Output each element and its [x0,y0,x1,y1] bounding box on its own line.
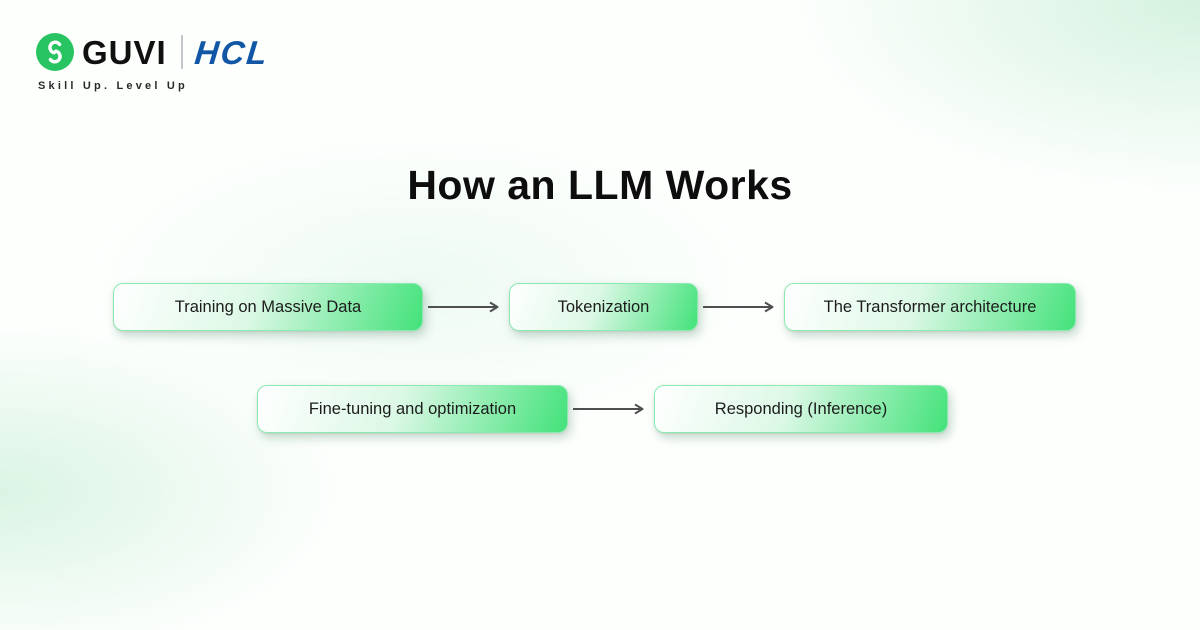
flow-step-finetuning: Fine-tuning and optimization [257,385,568,433]
brand-row: GUVI HCL [36,33,271,71]
brand-tagline: Skill Up. Level Up [38,80,188,92]
flow-step-tokenization: Tokenization [509,283,698,331]
page-title: How an LLM Works [407,162,793,208]
flow-step-training: Training on Massive Data [113,283,423,331]
guvi-logo-icon [36,33,74,71]
flow-row-2: Fine-tuning and optimization Responding … [257,385,948,433]
flow-step-responding: Responding (Inference) [654,385,948,433]
brand-divider [180,35,183,69]
arrow-right-icon [698,301,784,313]
guvi-logo-text: GUVI [82,33,167,71]
brand-header: GUVI HCL Skill Up. Level Up [36,33,271,92]
arrow-right-icon [568,403,654,415]
flow-step-transformer: The Transformer architecture [784,283,1076,331]
hcl-logo-text: HCL [192,33,271,71]
arrow-right-icon [423,301,509,313]
flow-row-1: Training on Massive Data Tokenization Th… [113,283,1076,331]
